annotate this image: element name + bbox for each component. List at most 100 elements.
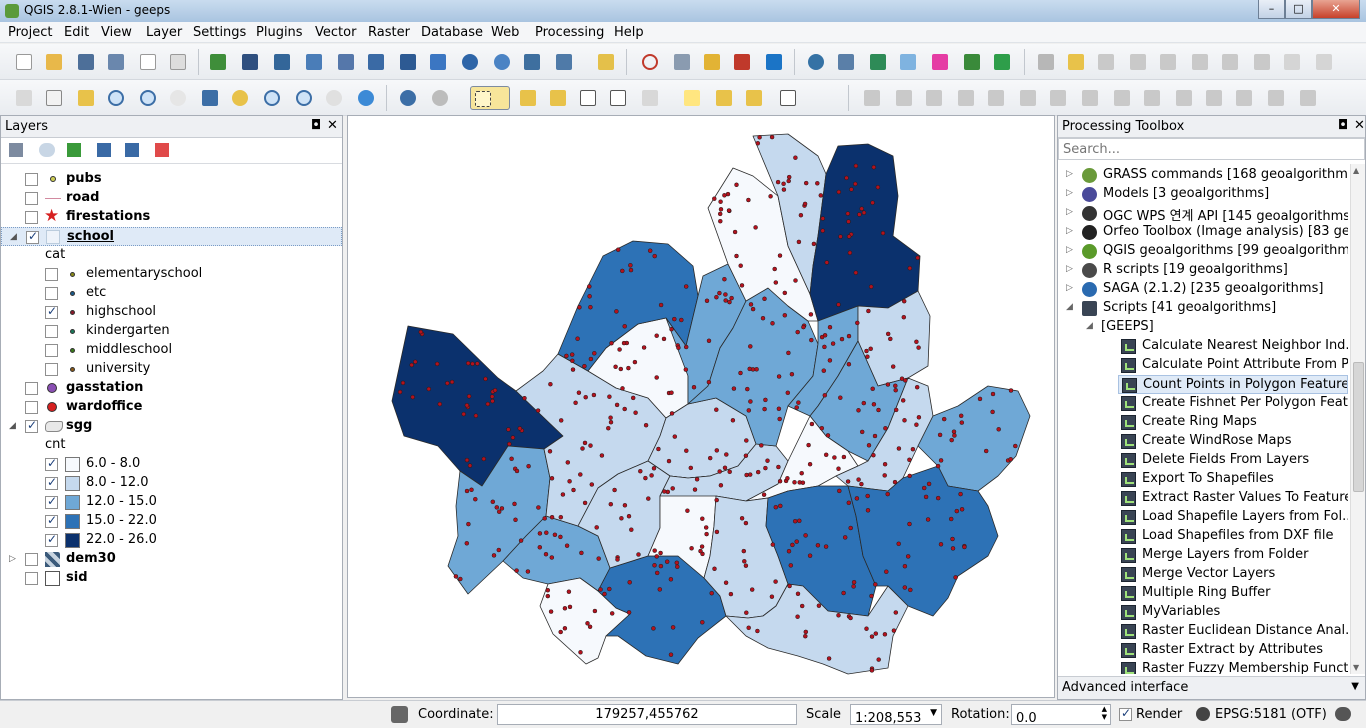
- layer-item[interactable]: ◢school: [1, 227, 342, 246]
- expand-arrow-icon[interactable]: ◢: [10, 232, 17, 242]
- menu-plugins[interactable]: Plugins: [256, 25, 303, 40]
- collapse-all-icon[interactable]: [125, 143, 139, 157]
- collapsed-arrow-icon[interactable]: ▷: [1066, 245, 1073, 255]
- new-bookmark-button[interactable]: [712, 86, 736, 110]
- delete-ring-button[interactable]: [1046, 86, 1070, 110]
- float-toolbox-button[interactable]: ◘: [1338, 118, 1349, 133]
- remove-layer-icon[interactable]: [155, 143, 169, 157]
- color-tool-button[interactable]: [928, 50, 952, 74]
- paste-features-button[interactable]: [1312, 50, 1336, 74]
- toolbox-scrollbar[interactable]: ▲ ▼: [1350, 164, 1365, 674]
- processing-toolbox-button[interactable]: [866, 50, 890, 74]
- layer-visibility-checkbox[interactable]: [25, 572, 38, 585]
- toolbox-script-item[interactable]: Raster Extract by Attributes: [1118, 641, 1348, 660]
- reshape-features-button[interactable]: [1110, 86, 1134, 110]
- menu-raster[interactable]: Raster: [368, 25, 410, 40]
- layer-visibility-checkbox[interactable]: [45, 494, 58, 509]
- legend-class-item[interactable]: elementaryschool: [1, 265, 342, 284]
- touch-tool-button[interactable]: [12, 86, 36, 110]
- expand-all-icon[interactable]: [97, 143, 111, 157]
- toolbox-script-item[interactable]: MyVariables: [1118, 603, 1348, 622]
- mouse-icon[interactable]: [391, 706, 408, 723]
- menu-help[interactable]: Help: [614, 25, 644, 40]
- toolbox-provider-item[interactable]: ▷ Orfeo Toolbox (Image analysis) [83 ge.…: [1058, 223, 1348, 242]
- crosshair-tool-button[interactable]: [638, 50, 662, 74]
- add-wfs-layer-button[interactable]: [458, 50, 482, 74]
- map-tips-button[interactable]: [680, 86, 704, 110]
- add-oracle-layer-button[interactable]: [364, 50, 388, 74]
- layer-item[interactable]: pubs: [1, 170, 342, 189]
- fill-ring-button[interactable]: [1016, 86, 1040, 110]
- layer-visibility-checkbox[interactable]: [45, 325, 58, 338]
- collapse-arrow-icon[interactable]: ▷: [9, 554, 16, 564]
- menu-edit[interactable]: Edit: [64, 25, 90, 40]
- save-as-button[interactable]: [104, 50, 128, 74]
- select-by-expression-button[interactable]: [546, 86, 570, 110]
- collapsed-arrow-icon[interactable]: ▷: [1066, 169, 1073, 179]
- layer-visibility-checkbox[interactable]: [25, 553, 38, 566]
- new-shapefile-button[interactable]: [552, 50, 576, 74]
- scrollbar-thumb[interactable]: [1353, 362, 1364, 492]
- legend-class-item[interactable]: 22.0 - 26.0: [1, 531, 342, 550]
- toolbox-script-item[interactable]: Extract Raster Values To Features: [1118, 489, 1348, 508]
- layer-visibility-checkbox[interactable]: [25, 192, 38, 205]
- select-features-button[interactable]: [470, 86, 510, 110]
- zoom-next-button[interactable]: [322, 86, 346, 110]
- collapsed-arrow-icon[interactable]: ▷: [1066, 264, 1073, 274]
- map-canvas[interactable]: [347, 115, 1055, 698]
- toolbox-script-item[interactable]: Raster Fuzzy Membership Funct...: [1118, 660, 1348, 674]
- add-ring-button[interactable]: [954, 86, 978, 110]
- undo-button[interactable]: [860, 86, 884, 110]
- toolbox-script-item[interactable]: Calculate Point Attribute From P...: [1118, 356, 1348, 375]
- toolbox-script-item[interactable]: Merge Vector Layers: [1118, 565, 1348, 584]
- zoom-out-button[interactable]: [136, 86, 160, 110]
- layer-visibility-checkbox[interactable]: [45, 363, 58, 376]
- toolbox-script-item[interactable]: Export To Shapefiles: [1118, 470, 1348, 489]
- toolbox-provider-item[interactable]: ▷ QGIS geoalgorithms [99 geoalgorithms]: [1058, 242, 1348, 261]
- scroll-up-icon[interactable]: ▲: [1353, 166, 1360, 175]
- legend-class-item[interactable]: middleschool: [1, 341, 342, 360]
- menu-database[interactable]: Database: [421, 25, 484, 40]
- toolbox-provider-item[interactable]: ◢ Scripts [41 geoalgorithms]: [1058, 299, 1348, 318]
- composer-manager-button[interactable]: [166, 50, 190, 74]
- layer-visibility-checkbox[interactable]: [45, 456, 58, 471]
- delete-selected-button[interactable]: [1218, 50, 1242, 74]
- spin-arrows-icon[interactable]: ▲▼: [1101, 705, 1107, 721]
- add-delimited-text-button[interactable]: [490, 50, 514, 74]
- menu-settings[interactable]: Settings: [193, 25, 247, 40]
- add-spatialite-layer-button[interactable]: [302, 50, 326, 74]
- collapsed-arrow-icon[interactable]: ▷: [1066, 188, 1073, 198]
- layer-item[interactable]: gasstation: [1, 379, 342, 398]
- layer-visibility-checkbox[interactable]: [45, 532, 58, 547]
- zoom-native-button[interactable]: [166, 86, 190, 110]
- legend-class-item[interactable]: etc: [1, 284, 342, 303]
- close-toolbox-button[interactable]: ✕: [1354, 118, 1365, 133]
- filter-icon[interactable]: [67, 143, 81, 157]
- simplify-feature-button[interactable]: [922, 86, 946, 110]
- layer-visibility-checkbox[interactable]: [25, 173, 38, 186]
- add-mssql-layer-button[interactable]: [334, 50, 358, 74]
- eye-icon[interactable]: [39, 143, 55, 157]
- python-console-button[interactable]: [804, 50, 828, 74]
- show-bookmarks-button[interactable]: [742, 86, 766, 110]
- layer-visibility-checkbox[interactable]: [25, 382, 38, 395]
- menu-view[interactable]: View: [101, 25, 132, 40]
- toggle-editing-button[interactable]: [1034, 50, 1058, 74]
- layer-visibility-checkbox[interactable]: [45, 513, 58, 528]
- layer-visibility-checkbox[interactable]: [45, 344, 58, 357]
- measure-line-button[interactable]: [638, 86, 674, 110]
- maximize-button[interactable]: □: [1285, 0, 1312, 19]
- pan-to-selection-button[interactable]: [74, 86, 98, 110]
- add-vector-layer-button[interactable]: [206, 50, 230, 74]
- legend-class-item[interactable]: 8.0 - 12.0: [1, 474, 342, 493]
- messages-icon[interactable]: [1335, 707, 1351, 721]
- menu-processing[interactable]: Processing: [535, 25, 605, 40]
- layer-visibility-checkbox[interactable]: [45, 287, 58, 300]
- toolbox-script-item[interactable]: Load Shapefile Layers from Fol...: [1118, 508, 1348, 527]
- close-button[interactable]: ✕: [1312, 0, 1360, 19]
- layer-visibility-checkbox[interactable]: [26, 229, 39, 244]
- menu-project[interactable]: Project: [8, 25, 53, 40]
- plugin-button[interactable]: [594, 50, 618, 74]
- toolbox-script-item[interactable]: Create Fishnet Per Polygon Feat...: [1118, 394, 1348, 413]
- legend-class-item[interactable]: 6.0 - 8.0: [1, 455, 342, 474]
